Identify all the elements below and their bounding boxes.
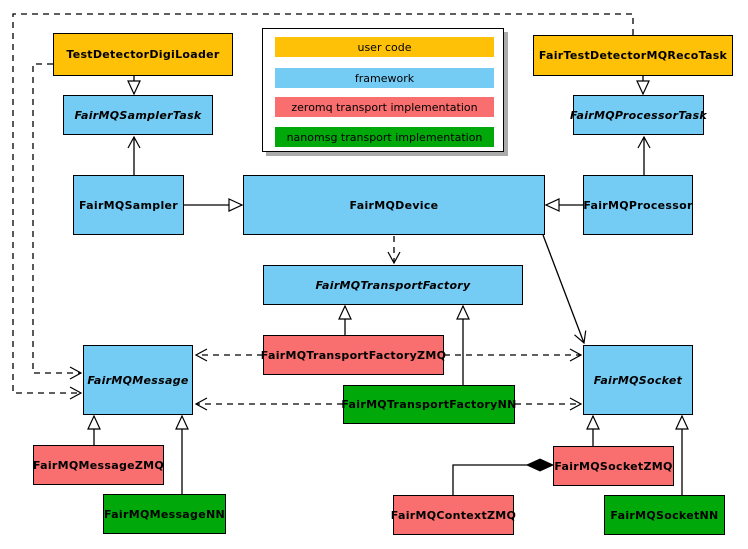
- node-label: FairMQTransportFactory: [315, 278, 471, 292]
- node-fairmqsamplertask: FairMQSamplerTask: [63, 95, 213, 135]
- node-label: FairMQMessage: [87, 373, 189, 387]
- node-fairmqcontextzmq: FairMQContextZMQ: [390, 495, 517, 535]
- node-fairmqdevice: FairMQDevice: [243, 175, 545, 235]
- node-testdetectordigiloader: TestDetectorDigiLoader: [53, 33, 233, 76]
- node-fairmqmessagezmq: FairMQMessageZMQ: [33, 445, 164, 485]
- edge-device-uses-socket: [542, 234, 587, 345]
- edge-socketzmq-owns-contextzmq: [452, 464, 528, 495]
- edge-recotask-uses-message: [12, 13, 634, 400]
- node-label: FairMQTransportFactoryNN: [341, 398, 517, 411]
- node-fairmqmessagenn: FairMQMessageNN: [103, 494, 226, 534]
- node-label: FairMQSocket: [593, 373, 683, 387]
- legend: user code framework zeromq transport imp…: [262, 28, 504, 152]
- node-fairmqsocketnn: FairMQSocketNN: [604, 495, 725, 535]
- node-label: FairMQMessageZMQ: [32, 458, 165, 472]
- node-fairmqmessage: FairMQMessage: [83, 345, 193, 415]
- legend-item-framework: framework: [275, 68, 494, 88]
- edge-loader-uses-message: [32, 63, 83, 380]
- node-label: FairMQProcessorTask: [569, 108, 708, 122]
- node-label: FairMQDevice: [349, 198, 439, 212]
- node-fairmqtransportfactory: FairMQTransportFactory: [263, 265, 523, 305]
- legend-item-nanomsg: nanomsg transport implementation: [275, 127, 494, 147]
- node-label: TestDetectorDigiLoader: [66, 48, 220, 61]
- legend-label: nanomsg transport implementation: [286, 130, 483, 144]
- node-fairmqtransportfactorynn: FairMQTransportFactoryNN: [341, 385, 517, 424]
- node-fairmqsocket: FairMQSocket: [583, 345, 693, 415]
- node-label: FairMQContextZMQ: [390, 508, 517, 522]
- legend-item-user-code: user code: [275, 37, 494, 57]
- node-fairmqprocessor: FairMQProcessor: [583, 175, 693, 235]
- node-fairmqsocketzmq: FairMQSocketZMQ: [553, 446, 674, 486]
- composition-diamond-icon: [525, 458, 555, 472]
- node-label: FairMQProcessor: [583, 198, 693, 212]
- node-label: FairMQMessageNN: [104, 507, 225, 521]
- node-fairmqprocessortask: FairMQProcessorTask: [569, 95, 708, 135]
- legend-label: zeromq transport implementation: [291, 100, 478, 114]
- node-label: FairMQSampler: [78, 198, 179, 212]
- node-fairmqtransportfactoryzmq: FairMQTransportFactoryZMQ: [260, 335, 447, 375]
- node-fairtestdetectormqrecotask: FairTestDetectorMQRecoTask: [533, 35, 733, 76]
- node-label: FairMQSocketZMQ: [554, 459, 673, 473]
- legend-item-zeromq: zeromq transport implementation: [275, 97, 494, 117]
- node-label: FairMQSocketNN: [610, 508, 719, 522]
- node-label: FairMQTransportFactoryZMQ: [260, 348, 447, 362]
- legend-label: user code: [357, 40, 412, 54]
- legend-label: framework: [354, 71, 415, 85]
- node-label: FairTestDetectorMQRecoTask: [538, 49, 728, 62]
- node-fairmqsampler: FairMQSampler: [73, 175, 184, 235]
- node-label: FairMQSamplerTask: [74, 108, 202, 122]
